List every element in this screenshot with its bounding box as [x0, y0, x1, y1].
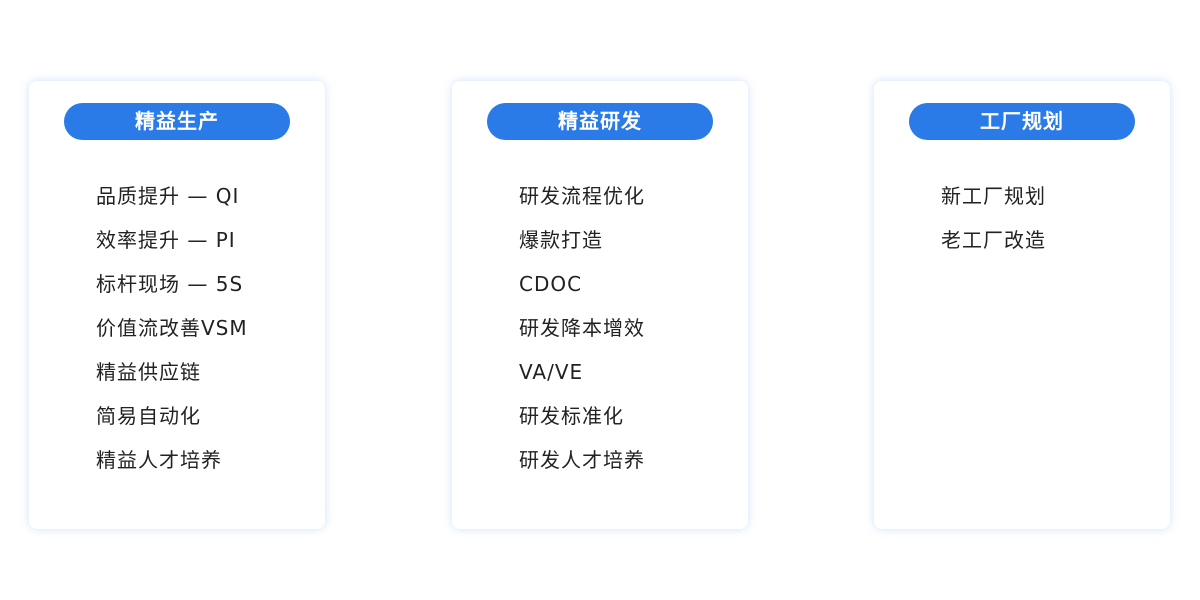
list-item[interactable]: 效率提升 — PI	[96, 228, 236, 252]
list-item[interactable]: 精益供应链	[96, 360, 201, 384]
list-item[interactable]: 研发流程优化	[519, 184, 645, 208]
list-item[interactable]: 简易自动化	[96, 404, 201, 428]
list-item[interactable]: CDOC	[519, 272, 583, 296]
list-item[interactable]: 研发标准化	[519, 404, 624, 428]
list-item[interactable]: 研发人才培养	[519, 448, 645, 472]
service-list: 研发流程优化 爆款打造 CDOC 研发降本增效 VA/VE 研发标准化 研发人才…	[519, 177, 645, 485]
list-item[interactable]: VA/VE	[519, 360, 584, 384]
card-title-badge[interactable]: 精益研发	[487, 103, 713, 140]
list-item[interactable]: 老工厂改造	[941, 228, 1046, 252]
card-factory-planning: 工厂规划 新工厂规划 老工厂改造	[874, 81, 1170, 529]
list-item[interactable]: 价值流改善VSM	[96, 316, 248, 340]
list-item[interactable]: 爆款打造	[519, 228, 603, 252]
card-lean-rnd: 精益研发 研发流程优化 爆款打造 CDOC 研发降本增效 VA/VE 研发标准化…	[452, 81, 748, 529]
card-lean-production: 精益生产 品质提升 — QI 效率提升 — PI 标杆现场 — 5S 价值流改善…	[29, 81, 325, 529]
card-title-badge[interactable]: 精益生产	[64, 103, 290, 140]
list-item[interactable]: 标杆现场 — 5S	[96, 272, 244, 296]
list-item[interactable]: 新工厂规划	[941, 184, 1046, 208]
service-list: 新工厂规划 老工厂改造	[941, 177, 1046, 265]
list-item[interactable]: 精益人才培养	[96, 448, 222, 472]
service-list: 品质提升 — QI 效率提升 — PI 标杆现场 — 5S 价值流改善VSM 精…	[96, 177, 248, 485]
card-title-badge[interactable]: 工厂规划	[909, 103, 1135, 140]
list-item[interactable]: 研发降本增效	[519, 316, 645, 340]
list-item[interactable]: 品质提升 — QI	[96, 184, 240, 208]
